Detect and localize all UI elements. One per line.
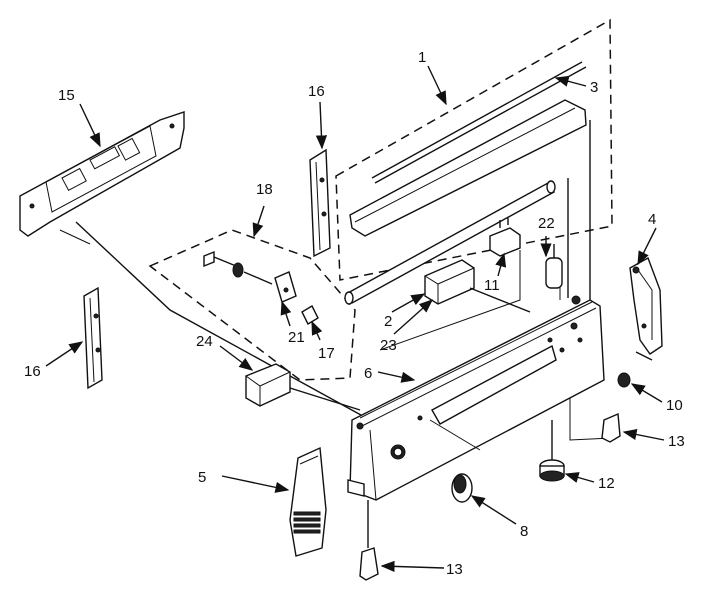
callout-11: 11 <box>484 277 500 294</box>
shaft-assembly-part-18 <box>203 250 319 325</box>
group-18-dashed-outline <box>148 229 356 381</box>
capacitor-part-22 <box>545 244 563 289</box>
foot-part-12 <box>539 420 565 482</box>
callout-16-lower: 16 <box>24 363 41 380</box>
top-trim-part-1 <box>349 99 587 237</box>
callout-15: 15 <box>58 87 75 104</box>
callout-13-upper: 13 <box>668 433 685 450</box>
ballast-part-23 <box>424 259 531 313</box>
strip-part-3 <box>371 61 587 184</box>
callout-13-lower: 13 <box>446 561 463 578</box>
callout-3: 3 <box>590 79 598 96</box>
callout-1: 1 <box>418 49 426 66</box>
nut-part-10 <box>617 372 631 388</box>
callout-8: 8 <box>520 523 528 540</box>
clip-part-13-upper <box>601 412 621 443</box>
callout-12: 12 <box>598 475 615 492</box>
bracket-part-16-upper <box>309 148 331 258</box>
callout-5: 5 <box>198 469 206 486</box>
tube-part-2 <box>344 180 556 305</box>
clip-part-13-lower <box>359 500 379 581</box>
vent-slots <box>293 511 321 534</box>
side-panel-part-5 <box>289 446 327 557</box>
control-panel-part-15 <box>19 111 371 421</box>
callout-6: 6 <box>364 365 372 382</box>
knob-part-8 <box>451 473 473 503</box>
callout-18: 18 <box>256 181 273 198</box>
console-part-6 <box>347 295 605 501</box>
callout-10: 10 <box>666 397 683 414</box>
callout-22: 22 <box>538 215 555 232</box>
callout-4: 4 <box>648 211 656 228</box>
callout-labels: 1 3 15 16 18 22 4 11 2 23 21 17 24 6 16 … <box>24 49 685 578</box>
switch-part-24 <box>245 363 361 411</box>
callout-16-upper: 16 <box>308 83 325 100</box>
group-1-dashed-outline <box>335 18 613 281</box>
callout-21: 21 <box>288 329 305 346</box>
callout-24: 24 <box>196 333 213 350</box>
callout-17: 17 <box>318 345 335 362</box>
leader-lines <box>45 65 665 573</box>
switch-part-11 <box>489 218 521 257</box>
callout-23: 23 <box>380 337 397 354</box>
bracket-part-16-lower <box>83 286 103 390</box>
callout-2: 2 <box>384 313 392 330</box>
bracket-part-4 <box>629 256 663 361</box>
